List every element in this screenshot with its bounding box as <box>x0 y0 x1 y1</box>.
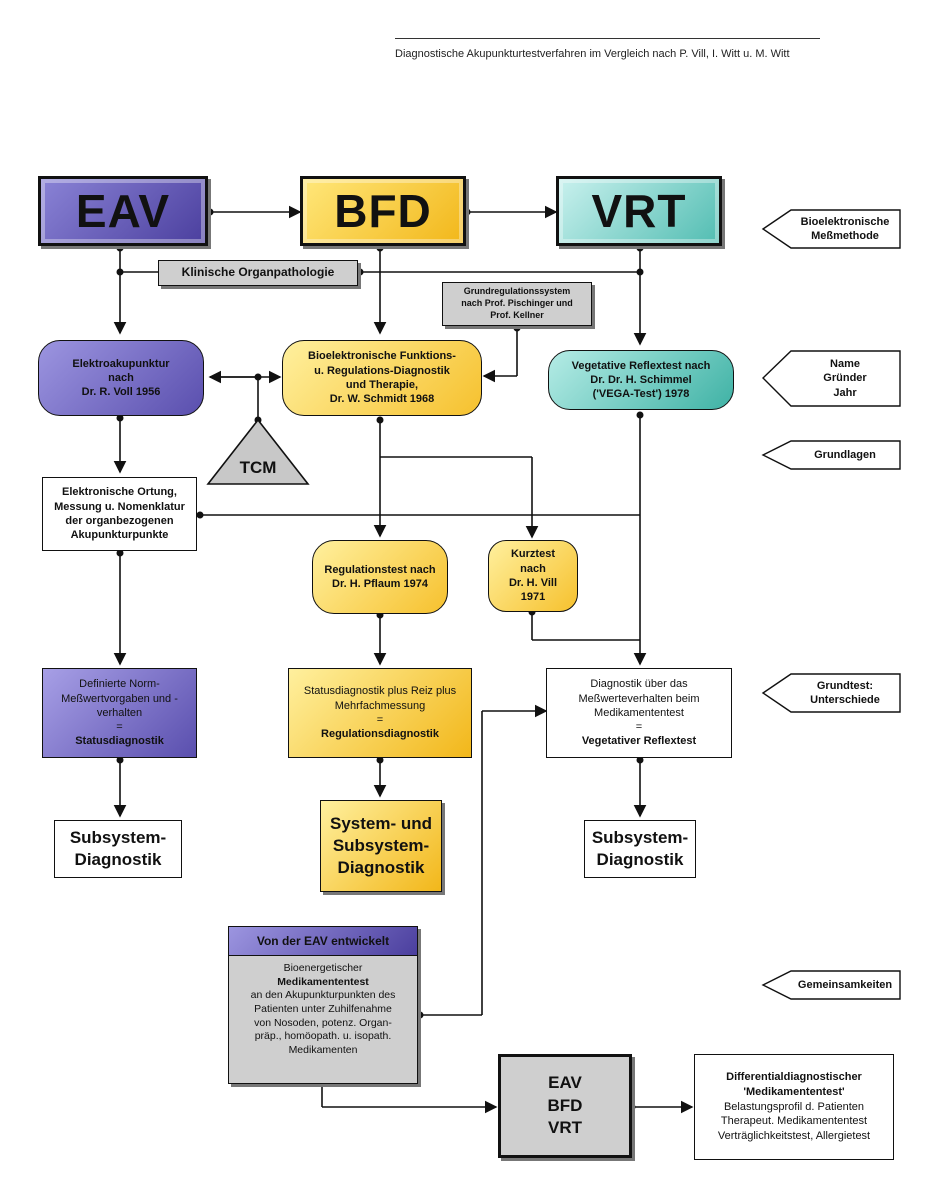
tcm-label: TCM <box>239 458 277 477</box>
status-eav-box: Definierte Norm- Meßwertvorgaben und - v… <box>42 668 197 758</box>
eav-developed-rest: an den Akupunkturpunkten des Patienten u… <box>250 989 396 1056</box>
method-eav-label: EAV <box>75 185 171 237</box>
status-bfd-eq: = <box>376 714 384 726</box>
side-label-name: Name Gründer Jahr <box>792 353 898 404</box>
differential-box: Differentialdiagnostischer 'Medikamenten… <box>694 1054 894 1160</box>
method-bfd-label: BFD <box>334 185 432 237</box>
differential-body: Belastungsprofil d. Patienten Therapeut.… <box>717 1100 871 1143</box>
status-bfd-result: Regulationsdiagnostik <box>321 728 439 741</box>
eav-developed-box: Von der EAV entwickelt Bioenergetischer … <box>228 926 418 1084</box>
subsystem-eav-box: Subsystem- Diagnostik <box>54 820 182 878</box>
eav-developed-line1: Bioenergetischer <box>283 962 363 974</box>
klinische-organpathologie-box: Klinische Organpathologie <box>158 260 358 286</box>
founder-eav-pill: Elektroakupunktur nach Dr. R. Voll 1956 <box>38 340 204 416</box>
regulationstest-pill: Regulationstest nach Dr. H. Pflaum 1974 <box>312 540 448 614</box>
subsystem-bfd-box: System- und Subsystem- Diagnostik <box>320 800 442 892</box>
status-vrt-box: Diagnostik über das Meßwerteverhalten be… <box>546 668 732 758</box>
tcm-triangle <box>206 418 310 485</box>
combined-methods-box: EAV BFD VRT <box>498 1054 632 1158</box>
page-header: Diagnostische Akupunkturtestverfahren im… <box>395 48 790 60</box>
status-bfd-box: Statusdiagnostik plus Reiz plus Mehrfach… <box>288 668 472 758</box>
subsystem-vrt-box: Subsystem- Diagnostik <box>584 820 696 878</box>
method-bfd-box: BFD <box>300 176 466 246</box>
grundregulation-box: Grundregulationssystem nach Prof. Pischi… <box>442 282 592 326</box>
side-label-grundtest: Grundtest: Unterschiede <box>792 676 898 710</box>
differential-title: Differentialdiagnostischer 'Medikamenten… <box>726 1070 862 1098</box>
elektronische-ortung-box: Elektronische Ortung, Messung u. Nomenkl… <box>42 477 197 551</box>
side-label-gemeinsamkeiten: Gemeinsamkeiten <box>792 973 898 997</box>
eav-developed-header: Von der EAV entwickelt <box>229 927 417 956</box>
side-label-grundlagen: Grundlagen <box>792 443 898 467</box>
kurztest-pill: Kurztest nach Dr. H. Vill 1971 <box>488 540 578 612</box>
status-eav-eq: = <box>116 721 123 734</box>
status-vrt-result: Vegetativer Reflextest <box>581 735 697 748</box>
method-vrt-label: VRT <box>591 185 687 237</box>
status-bfd-text: Statusdiagnostik plus Reiz plus Mehrfach… <box>303 685 457 712</box>
side-label-bioelektronische: Bioelektronische Meßmethode <box>792 212 898 246</box>
method-vrt-box: VRT <box>556 176 722 246</box>
header-rule <box>395 38 820 39</box>
eav-developed-bold: Medikamententest <box>277 975 369 988</box>
founder-bfd-pill: Bioelektronische Funktions- u. Regulatio… <box>282 340 482 416</box>
status-eav-result: Statusdiagnostik <box>75 735 164 748</box>
method-eav-box: EAV <box>38 176 208 246</box>
status-eav-text: Definierte Norm- Meßwertvorgaben und - v… <box>61 678 178 719</box>
status-vrt-text: Diagnostik über das Meßwerteverhalten be… <box>578 678 700 719</box>
status-vrt-eq: = <box>635 721 643 734</box>
founder-vrt-pill: Vegetative Reflextest nach Dr. Dr. H. Sc… <box>548 350 734 410</box>
